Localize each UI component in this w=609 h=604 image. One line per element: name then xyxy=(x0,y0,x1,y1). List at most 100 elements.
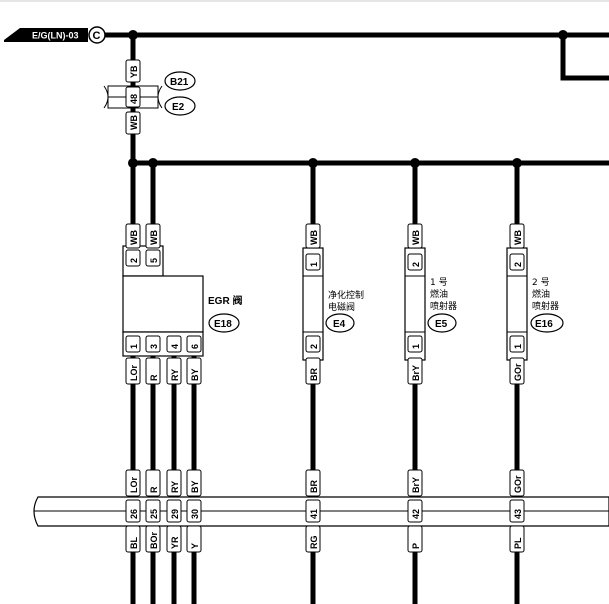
svg-text:LOr: LOr xyxy=(129,365,139,381)
svg-text:5: 5 xyxy=(149,258,159,263)
svg-text:BrY: BrY xyxy=(411,365,421,381)
svg-text:GOr: GOr xyxy=(513,363,523,381)
source-ref: C xyxy=(93,30,101,42)
svg-text:YR: YR xyxy=(170,536,180,549)
svg-text:1: 1 xyxy=(513,344,523,349)
wire-tag-yb: YB xyxy=(125,59,141,83)
inj1-name-line2: 燃油 xyxy=(430,288,448,300)
pin-tag: 1 xyxy=(305,253,321,271)
pin-tag: 29 xyxy=(166,499,182,523)
svg-text:WB: WB xyxy=(513,230,523,245)
pin-tag: 2 xyxy=(125,249,141,267)
wire-tag: BY xyxy=(186,469,202,497)
svg-text:30: 30 xyxy=(190,509,200,519)
pin-tag: 4 xyxy=(166,335,182,353)
inj2-name-line3: 喷射器 xyxy=(532,300,559,312)
pin-tag: 2 xyxy=(407,253,423,271)
wire-tag: P xyxy=(407,525,423,553)
svg-text:2: 2 xyxy=(309,344,319,349)
wire-tag: GOr xyxy=(509,469,525,497)
pin-tag: 3 xyxy=(145,335,161,353)
wire-tag: RG xyxy=(305,525,321,553)
wire-tag: R xyxy=(145,469,161,497)
svg-text:E5: E5 xyxy=(435,319,448,330)
wire-tag: LOr xyxy=(125,469,141,497)
pin-tag: 1 xyxy=(509,335,525,353)
inj1-name-line1: 1 号 xyxy=(430,277,448,288)
connector-badge-e16: E16 xyxy=(530,313,564,333)
wire-tag: Y xyxy=(186,525,202,553)
svg-text:BY: BY xyxy=(190,368,200,381)
svg-text:B21: B21 xyxy=(170,77,189,88)
pin-tag: 5 xyxy=(145,249,161,267)
svg-text:43: 43 xyxy=(513,509,523,519)
svg-text:E16: E16 xyxy=(535,319,553,330)
svg-text:Y: Y xyxy=(190,543,200,549)
svg-text:1: 1 xyxy=(309,262,319,267)
svg-text:R: R xyxy=(149,486,159,493)
connector-badge-e4: E4 xyxy=(325,313,355,333)
svg-text:BL: BL xyxy=(129,537,139,549)
wire-tag: BrY xyxy=(407,469,423,497)
wire-tag: YR xyxy=(166,525,182,553)
pin-tag: 2 xyxy=(305,335,321,353)
svg-text:4: 4 xyxy=(170,344,180,349)
wire-tag: BR xyxy=(305,469,321,497)
inj1-name-line3: 喷射器 xyxy=(430,300,457,312)
svg-text:BOr: BOr xyxy=(149,532,159,550)
svg-text:BY: BY xyxy=(190,480,200,493)
wire-tag-wb: WB xyxy=(125,111,141,135)
svg-text:2: 2 xyxy=(513,262,523,267)
wire-tag: BrY xyxy=(407,357,423,385)
svg-text:29: 29 xyxy=(170,509,180,519)
svg-text:1: 1 xyxy=(411,344,421,349)
svg-text:R: R xyxy=(149,374,159,381)
svg-text:RY: RY xyxy=(170,369,180,381)
svg-text:GOr: GOr xyxy=(513,475,523,493)
top-bus-branch xyxy=(560,35,609,81)
svg-text:BR: BR xyxy=(309,368,319,381)
svg-text:6: 6 xyxy=(190,344,200,349)
svg-text:42: 42 xyxy=(411,509,421,519)
pin-tag: 41 xyxy=(305,499,321,523)
wire-tag: WB xyxy=(125,223,141,249)
svg-text:WB: WB xyxy=(129,230,139,245)
pin-tag: 1 xyxy=(407,335,423,353)
svg-text:LOr: LOr xyxy=(129,477,139,493)
pin-tag: 42 xyxy=(407,499,423,523)
svg-text:25: 25 xyxy=(149,509,159,519)
splice-node xyxy=(558,30,568,40)
svg-text:WB: WB xyxy=(411,230,421,245)
svg-text:RY: RY xyxy=(170,481,180,493)
svg-text:P: P xyxy=(411,543,421,549)
svg-text:E2: E2 xyxy=(172,102,185,113)
pin-tag: 2 xyxy=(509,253,525,271)
pin-tag: 30 xyxy=(186,499,202,523)
source-label: E/G(LN)-03 C xyxy=(4,26,106,44)
wire-tag: BL xyxy=(125,525,141,553)
svg-text:E4: E4 xyxy=(333,319,346,330)
svg-text:41: 41 xyxy=(309,509,319,519)
svg-text:YB: YB xyxy=(129,65,139,78)
wire-tag: BR xyxy=(305,357,321,385)
wire-tag-layer: WB2WB51LOr3R4RY6BYWB12BRWB21BrYWB21GOrLO… xyxy=(125,223,525,553)
purge-name-line1: 净化控制 xyxy=(328,289,364,301)
wire-tag: WB xyxy=(305,223,321,249)
svg-text:BrY: BrY xyxy=(411,477,421,493)
egr-body xyxy=(122,275,204,333)
wire-tag: BOr xyxy=(145,525,161,553)
wire-tag: LOr xyxy=(125,357,141,385)
connector-badge-b21: B21 xyxy=(164,71,196,91)
egr-name: EGR 阀 xyxy=(208,294,242,307)
wire-tag: WB xyxy=(509,223,525,249)
svg-text:PL: PL xyxy=(513,537,523,549)
wire-tag: PL xyxy=(509,525,525,553)
svg-text:3: 3 xyxy=(149,344,159,349)
wire-tag: WB xyxy=(407,223,423,249)
purge-name-line2: 电磁阀 xyxy=(328,301,355,313)
svg-text:2: 2 xyxy=(411,262,421,267)
pin-tag: 1 xyxy=(125,335,141,353)
wire-tag: RY xyxy=(166,357,182,385)
svg-text:BR: BR xyxy=(309,480,319,493)
pin-tag: 26 xyxy=(125,499,141,523)
